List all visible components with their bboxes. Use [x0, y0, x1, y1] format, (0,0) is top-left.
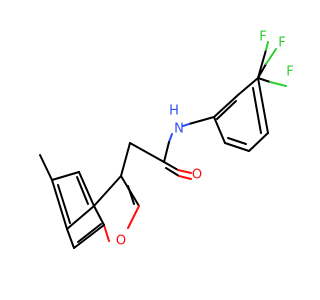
ring-bond-2 — [213, 94, 239, 118]
ring-bond-5 — [248, 132, 269, 152]
fluorine-label-right: F — [286, 65, 293, 80]
ring-inner-bond-3 — [252, 87, 262, 134]
furan-bond-3-red — [103, 224, 110, 242]
carbonyl-oxygen-label: O — [192, 168, 202, 183]
furan-bond-2-red — [127, 205, 140, 229]
aryl-n-bond-blue — [182, 123, 190, 127]
methylene-to-furan-bond — [120, 142, 131, 177]
n-c-bond-black — [163, 141, 170, 163]
carbonyl-bond-black-1 — [163, 161, 179, 171]
benzene-bond-1 — [66, 205, 95, 230]
benzene-bond-3 — [73, 224, 105, 249]
n-c-bond-blue — [168, 133, 173, 143]
methyl-bond — [39, 154, 53, 181]
carbonyl-bond-red-1 — [177, 169, 192, 174]
benzene-inner-bond-2 — [57, 184, 71, 224]
benzofuran-bonds — [39, 154, 140, 249]
benzene-inner-bond-1 — [76, 176, 89, 205]
amide-nitrogen-label: N — [174, 122, 184, 137]
furan-oxygen-label: O — [116, 234, 126, 249]
benzene-bond-4 — [78, 171, 95, 207]
atom-labels: F F F N H O O — [116, 30, 294, 249]
ring-bond-4 — [224, 142, 250, 152]
furan-bond-4 — [93, 205, 105, 226]
amide-hydrogen-label: H — [169, 104, 179, 119]
ring-bond-6 — [257, 77, 269, 134]
cf-bond-top-right-green — [265, 48, 277, 65]
cf-bond-top-left-green — [265, 41, 269, 51]
benzene-bond-6 — [51, 179, 68, 230]
benzene-bond-2 — [66, 228, 75, 249]
ring-bond-1 — [237, 77, 259, 96]
amide-bonds — [120, 116, 215, 180]
molecule-canvas: F F F N H O O — [39, 30, 294, 249]
trifluoromethyl-bonds — [257, 41, 287, 87]
cf-bond-top-left-black — [257, 49, 267, 79]
furan-inner-bond — [127, 185, 135, 205]
carbonyl-bond-red-2 — [178, 175, 192, 180]
ring-inner-bond-2 — [227, 137, 247, 145]
fluorine-label-top-left: F — [259, 30, 266, 45]
carbonyl-to-methylene-bond — [129, 142, 165, 163]
ring-inner-bond-1 — [216, 100, 237, 120]
fluorine-label-top-right: F — [278, 36, 285, 51]
cf-bond-right-black — [257, 77, 271, 83]
cf-bond-top-right-black — [257, 63, 267, 79]
benzene-bond-5 — [51, 171, 80, 181]
ring-bond-3 — [213, 116, 226, 144]
molecule-structure: F F F N H O O — [39, 30, 294, 249]
aryl-n-bond-black — [188, 116, 215, 125]
phenyl-ring-bonds — [213, 77, 269, 152]
furan-bond-5 — [93, 175, 122, 207]
carbonyl-bond-black-2 — [165, 167, 180, 177]
cf-bond-right-green — [269, 81, 287, 87]
benzene-inner-bond-3 — [77, 223, 102, 243]
